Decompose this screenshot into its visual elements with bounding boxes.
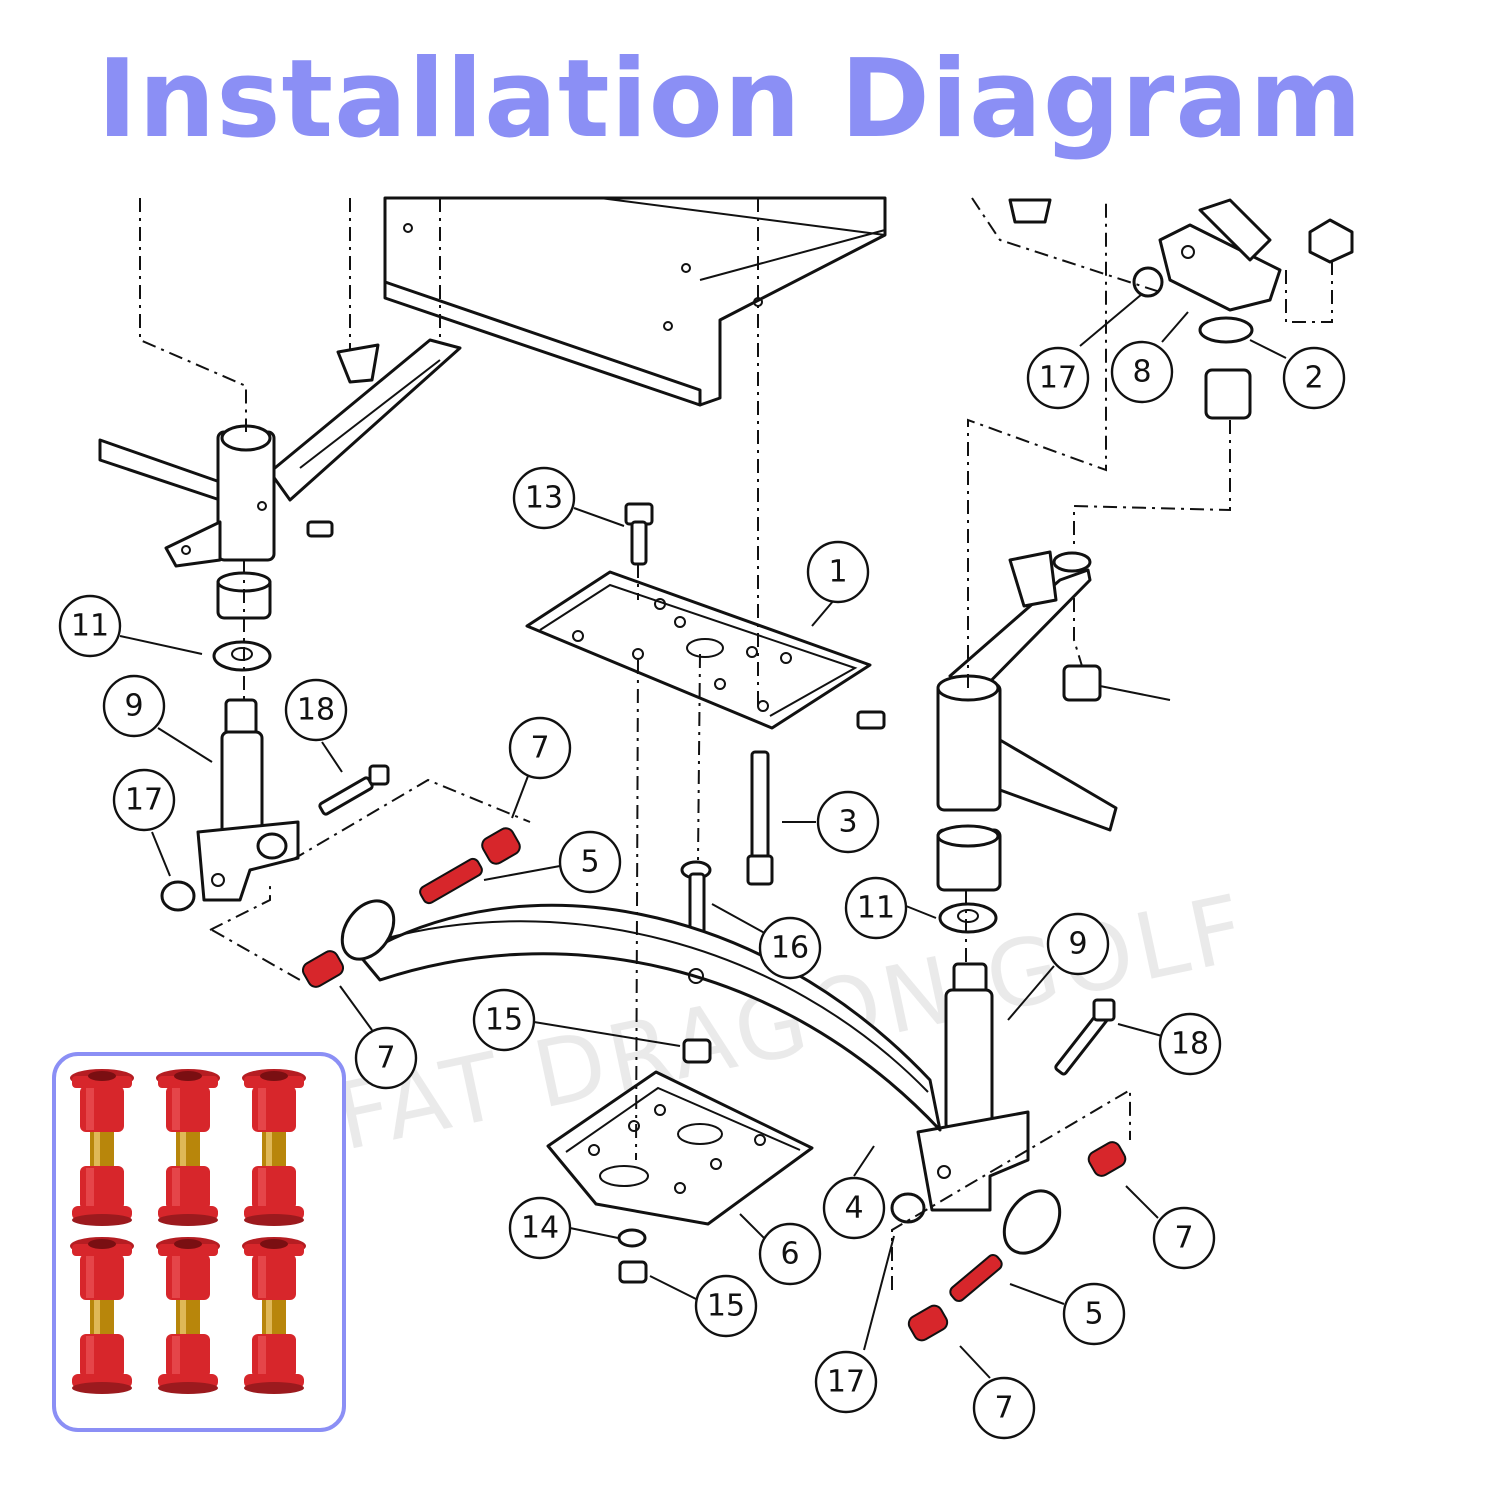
svg-text:7: 7 [530, 731, 549, 766]
leader-lines [119, 293, 1287, 1379]
callout-17-bottom: 17 [814, 1350, 878, 1414]
nut-15-upper [682, 1038, 712, 1064]
svg-text:5: 5 [1084, 1297, 1103, 1332]
leaf-spring-eye-right [1002, 1189, 1062, 1255]
svg-text:7: 7 [1174, 1221, 1193, 1256]
callout-11-right: 11 [844, 876, 908, 940]
callout-2: 2 [1282, 346, 1346, 410]
bushing-kit-inset [52, 1052, 346, 1432]
leaf-spring-eye-left [340, 899, 396, 961]
svg-text:5: 5 [580, 845, 599, 880]
red-bushing-assembly [242, 1069, 306, 1226]
bushing-7-lower-left [301, 950, 345, 988]
svg-text:17: 17 [827, 1365, 865, 1400]
svg-text:1: 1 [828, 555, 847, 590]
callout-16: 16 [758, 916, 822, 980]
bushing-kit-grid [70, 1069, 306, 1394]
left-grease-fitting [306, 520, 334, 538]
left-lock-nut-17 [160, 880, 196, 912]
svg-text:15: 15 [707, 1289, 745, 1324]
svg-text:7: 7 [994, 1391, 1013, 1426]
left-king-pin [196, 698, 300, 902]
page-title: Installation Diagram [97, 37, 1363, 162]
callout-6: 6 [758, 1222, 822, 1286]
callout-9-left: 9 [102, 674, 166, 738]
red-bushing-assembly [156, 1237, 220, 1394]
nut-15-lower [618, 1260, 648, 1284]
callout-7-lower-right: 7 [972, 1376, 1036, 1440]
svg-text:11: 11 [857, 891, 895, 926]
svg-text:18: 18 [1171, 1027, 1209, 1062]
callout-8: 8 [1110, 340, 1174, 404]
left-spindle [98, 424, 276, 568]
left-steering-arm [268, 338, 462, 502]
callout-18-left: 18 [284, 678, 348, 742]
callout-7-lower-left: 7 [354, 1026, 418, 1090]
bushing-7-lower-right [907, 1304, 949, 1342]
svg-text:3: 3 [838, 805, 857, 840]
left-bolt-18 [318, 764, 390, 816]
right-bolt-18 [1054, 998, 1116, 1076]
svg-text:7: 7 [376, 1041, 395, 1076]
callout-7-upper-left: 7 [508, 716, 572, 780]
callout-1: 1 [806, 540, 870, 604]
callout-5-right: 5 [1062, 1282, 1126, 1346]
svg-text:13: 13 [525, 481, 563, 516]
left-thrust-washer [212, 640, 272, 672]
assembly-lines [139, 197, 1333, 1290]
svg-text:14: 14 [521, 1211, 559, 1246]
svg-text:2: 2 [1304, 361, 1323, 396]
callout-17-top: 17 [1026, 346, 1090, 410]
right-lock-nut-17 [890, 1192, 926, 1224]
callout-18-right: 18 [1158, 1012, 1222, 1076]
red-bushing-assembly [242, 1237, 306, 1394]
svg-text:9: 9 [124, 689, 143, 724]
svg-text:16: 16 [771, 931, 809, 966]
sleeve-5-left [419, 857, 483, 905]
bolt-13 [624, 502, 654, 566]
callout-15-lower: 15 [694, 1274, 758, 1338]
frame-rail [383, 196, 887, 407]
callout-7-upper-right: 7 [1152, 1206, 1216, 1270]
red-bushing-assembly [70, 1069, 134, 1226]
right-castle-nut [1062, 664, 1171, 702]
leaf-spring [358, 903, 942, 1132]
washer-14 [617, 1228, 647, 1248]
bolt-3 [746, 750, 774, 886]
callout-15-upper: 15 [472, 988, 536, 1052]
upper-mounting-plate [525, 570, 872, 730]
right-upper-bushing [936, 824, 1002, 892]
svg-text:17: 17 [125, 783, 163, 818]
callout-4: 4 [822, 1176, 886, 1240]
svg-text:9: 9 [1068, 927, 1087, 962]
callout-14: 14 [508, 1196, 572, 1260]
right-thrust-washer [938, 902, 998, 934]
red-bushing-assembly [70, 1237, 134, 1394]
svg-text:4: 4 [844, 1191, 863, 1226]
svg-text:15: 15 [485, 1003, 523, 1038]
svg-text:17: 17 [1039, 361, 1077, 396]
bushing-7-upper-left [481, 827, 521, 865]
callout-9-right: 9 [1046, 912, 1110, 976]
callout-13: 13 [512, 466, 576, 530]
svg-text:18: 18 [297, 693, 335, 728]
red-bushing-assembly [156, 1069, 220, 1226]
svg-text:11: 11 [71, 609, 109, 644]
shackle-bracket [1008, 198, 1354, 420]
callout-5-left: 5 [558, 830, 622, 894]
svg-text:8: 8 [1132, 355, 1151, 390]
bushing-7-upper-right [1087, 1141, 1127, 1177]
callout-11-left: 11 [58, 594, 122, 658]
callout-17-left: 17 [112, 768, 176, 832]
right-grease-fitting [856, 710, 886, 730]
sleeve-5-right [949, 1254, 1003, 1302]
callout-3: 3 [816, 790, 880, 854]
svg-text:6: 6 [780, 1237, 799, 1272]
right-king-pin [916, 962, 1030, 1212]
lower-plate [546, 1070, 814, 1226]
